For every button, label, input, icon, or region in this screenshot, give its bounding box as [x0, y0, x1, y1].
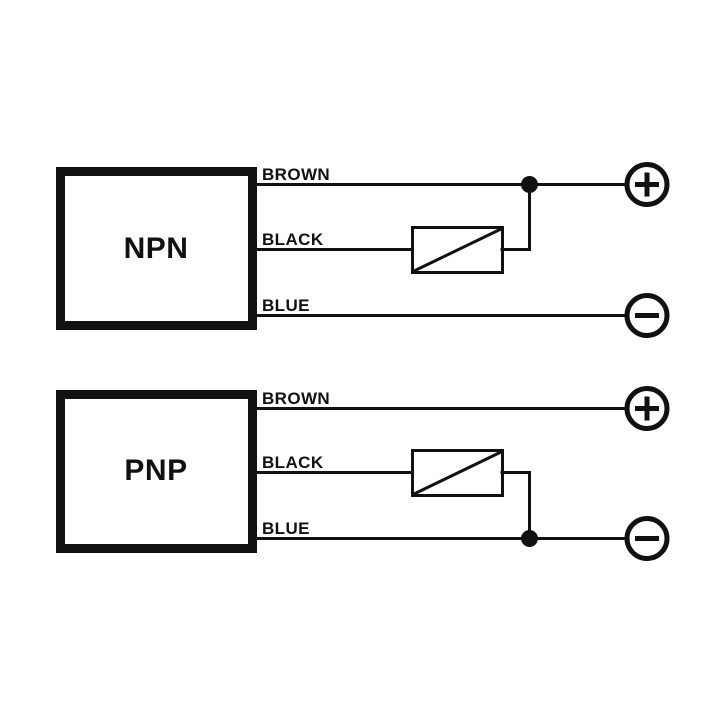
npn-positive-terminal[interactable]: [624, 162, 670, 207]
npn-black-label: BLACK: [262, 230, 324, 249]
pnp-circuit-group: PNP BROWN BLACK BLUE: [56, 386, 670, 561]
npn-junction-dot: [521, 176, 538, 193]
npn-brown-label: BROWN: [262, 165, 330, 184]
pnp-box-label: PNP: [124, 454, 187, 487]
pnp-junction-dot: [521, 530, 538, 547]
npn-circuit-group: NPN BROWN BLACK BLUE: [56, 162, 670, 338]
pnp-negative-terminal[interactable]: [624, 516, 670, 561]
npn-negative-terminal[interactable]: [624, 293, 670, 338]
pnp-brown-label: BROWN: [262, 389, 330, 408]
npn-sensor-box[interactable]: [56, 167, 257, 330]
pnp-black-label: BLACK: [262, 453, 324, 472]
npn-load-diagonal-icon: [413, 227, 502, 273]
pnp-positive-terminal[interactable]: [624, 386, 670, 431]
pnp-blue-label: BLUE: [262, 519, 310, 538]
npn-blue-label: BLUE: [262, 296, 310, 315]
pnp-load-diagonal-icon: [413, 450, 502, 496]
npn-box-label: NPN: [124, 232, 189, 265]
pnp-sensor-box[interactable]: [56, 390, 257, 553]
